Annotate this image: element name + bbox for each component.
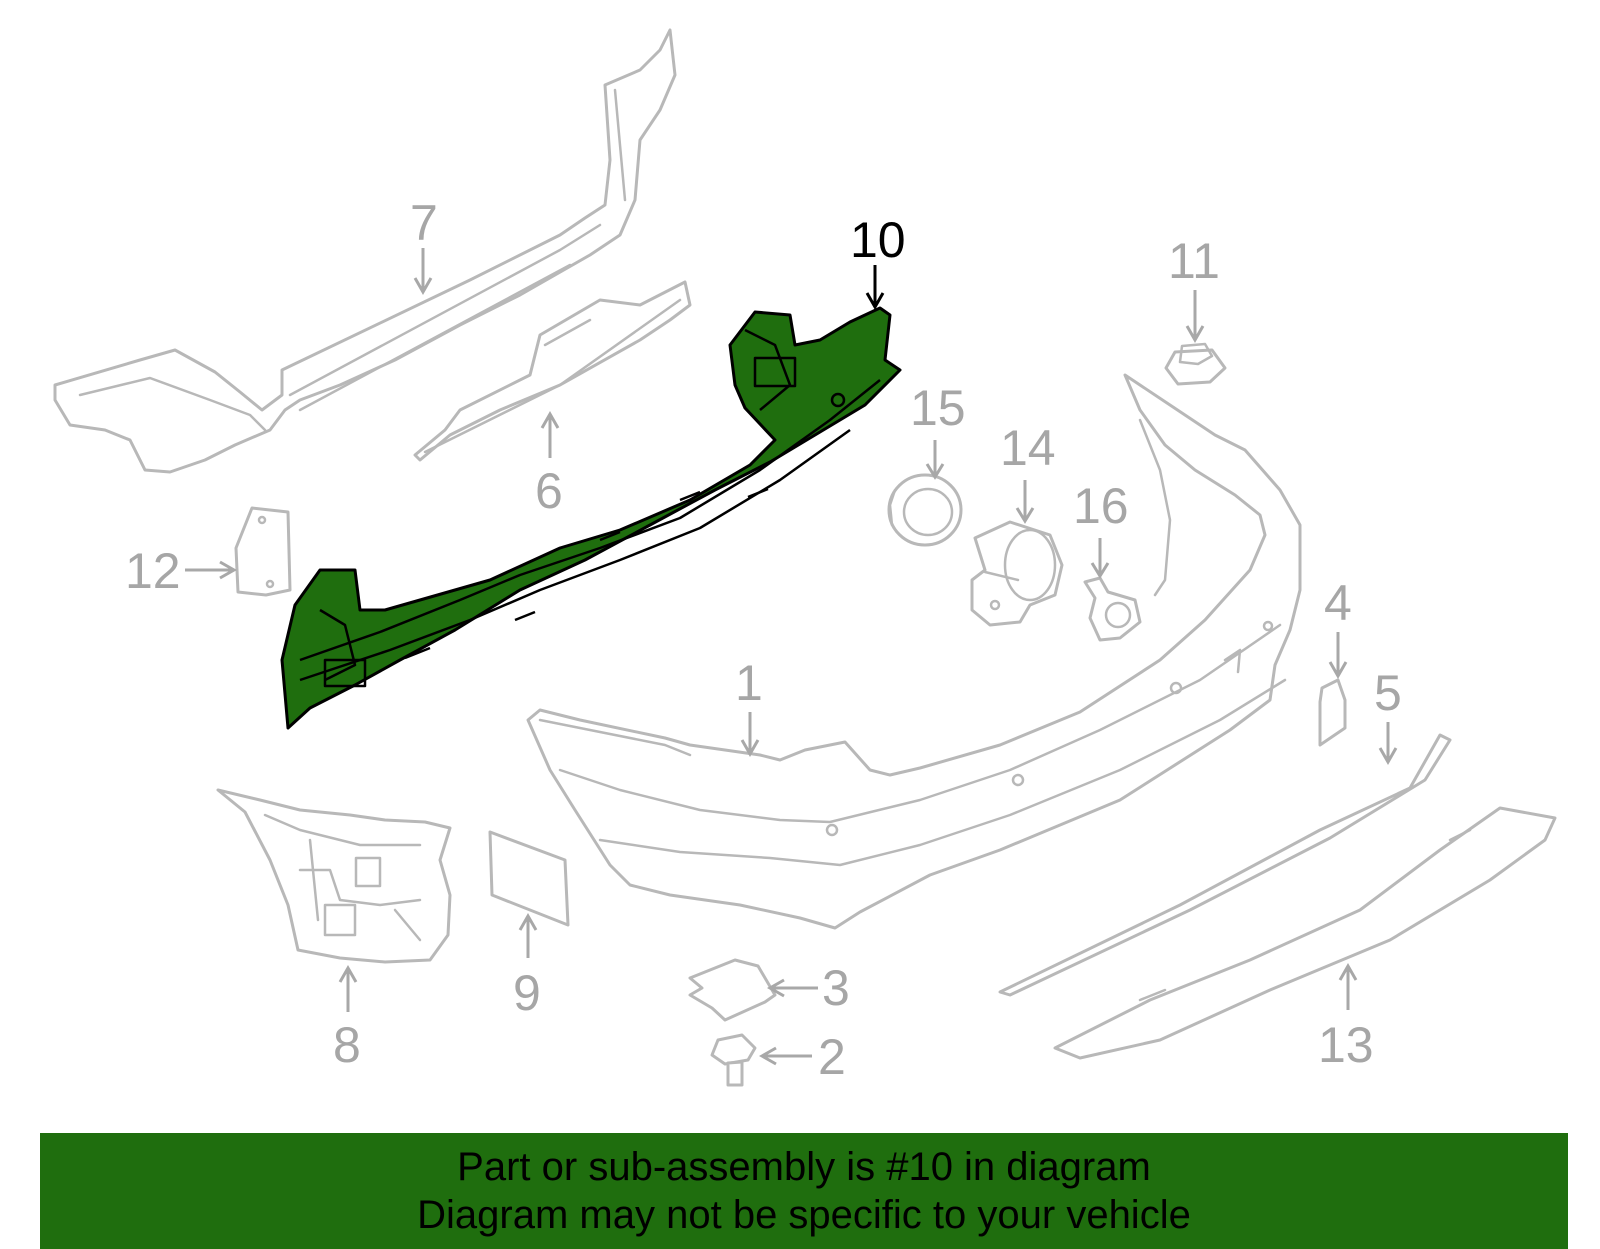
leader-10-head	[865, 292, 885, 311]
leader-2-head	[758, 1046, 777, 1066]
part-6-lower-absorber[interactable]	[413, 280, 692, 462]
callout-14: 14	[1000, 420, 1056, 476]
leader-6-head	[540, 410, 560, 429]
part-4-clip[interactable]	[1318, 678, 1347, 747]
banner-line-1: Part or sub-assembly is #10 in diagram	[457, 1145, 1151, 1189]
callout-12: 12	[125, 543, 181, 599]
callout-6: 6	[535, 463, 563, 519]
callout-11: 11	[1168, 233, 1220, 289]
part-9-label[interactable]	[488, 830, 570, 927]
leader-lines	[185, 248, 1398, 1066]
leader-12-head	[219, 560, 238, 580]
callout-8: 8	[333, 1017, 361, 1073]
leader-15-head	[925, 463, 945, 480]
part-10-reinforcement-beam[interactable]	[280, 306, 902, 730]
callout-labels: 7 6 12 15 14 16 11 1 4 5 13 8 9 3 2 10	[125, 195, 1402, 1085]
callout-3: 3	[822, 960, 850, 1016]
leader-1-head	[740, 739, 760, 758]
callout-4: 4	[1324, 575, 1352, 631]
callout-7: 7	[410, 195, 438, 251]
part-15-sensor-ring[interactable]	[887, 473, 963, 547]
callout-5: 5	[1374, 665, 1402, 721]
banner-line-2: Diagram may not be specific to your vehi…	[417, 1193, 1191, 1237]
part-11-nut[interactable]	[1164, 342, 1227, 386]
part-16-sensor-bracket[interactable]	[1083, 576, 1142, 642]
leader-11-head	[1185, 325, 1205, 344]
callout-9: 9	[513, 965, 541, 1021]
part-2-bolt[interactable]	[710, 1033, 757, 1087]
part-1-bumper-cover[interactable]	[526, 373, 1302, 930]
part-12-plate[interactable]	[234, 506, 292, 597]
leader-5-head	[1378, 747, 1398, 766]
callout-2: 2	[818, 1029, 846, 1085]
callout-10: 10	[850, 212, 906, 268]
leader-16-head	[1090, 562, 1110, 579]
part-8-side-bracket[interactable]	[216, 788, 452, 964]
leader-4-head	[1328, 661, 1348, 680]
part-13-lower-valance[interactable]	[1053, 806, 1557, 1060]
part-14-parking-sensor[interactable]	[970, 520, 1064, 627]
info-banner: Part or sub-assembly is #10 in diagram D…	[40, 1133, 1568, 1249]
leader-14-head	[1015, 507, 1035, 524]
leader-8-head	[338, 964, 358, 983]
callout-1: 1	[735, 655, 763, 711]
leader-9-head	[518, 912, 538, 931]
part-5-trim-strip[interactable]	[998, 733, 1452, 997]
callout-16: 16	[1073, 478, 1129, 534]
leader-7-head	[413, 277, 433, 296]
part-3-bracket[interactable]	[688, 958, 777, 1022]
leader-13-head	[1338, 962, 1358, 981]
callout-15: 15	[910, 380, 966, 436]
part-7-upper-absorber[interactable]	[53, 28, 677, 474]
callout-13: 13	[1318, 1017, 1374, 1073]
leader-3-head	[766, 978, 785, 998]
